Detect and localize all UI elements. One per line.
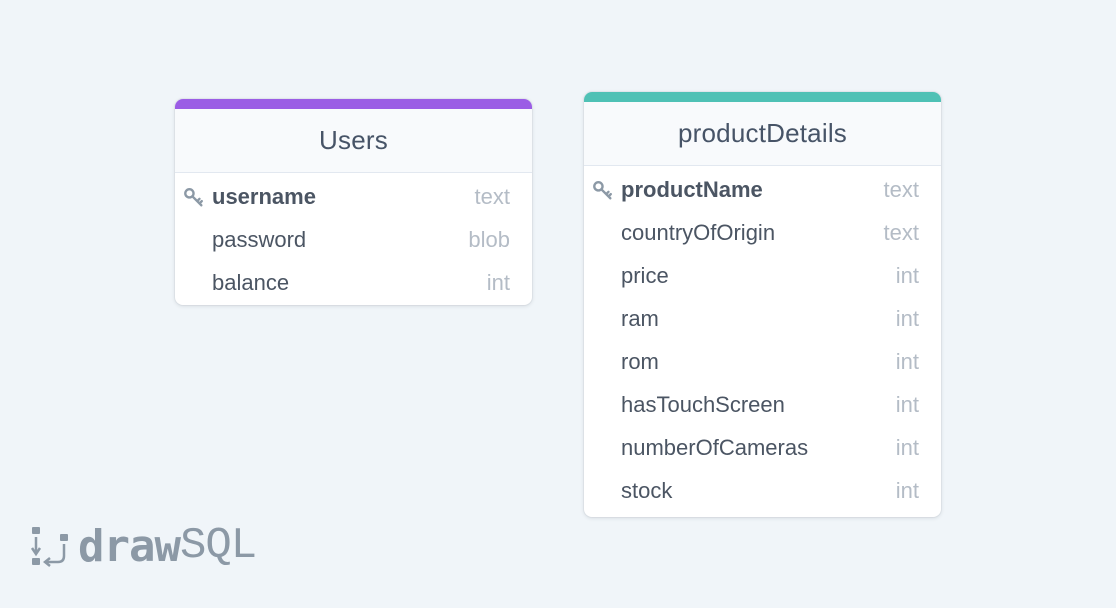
column-type: int bbox=[895, 434, 919, 460]
key-slot bbox=[175, 261, 212, 304]
table-users[interactable]: Users username text password blob balanc… bbox=[175, 99, 532, 305]
table-header[interactable]: Users bbox=[175, 109, 532, 173]
drawsql-logo: draw SQL bbox=[30, 520, 257, 572]
logo-text-draw: draw bbox=[78, 520, 181, 572]
column-type: int bbox=[895, 477, 919, 503]
column-row[interactable]: balance int bbox=[175, 261, 532, 304]
column-list: productName text countryOfOrigin text pr… bbox=[584, 166, 941, 512]
column-row[interactable]: productName text bbox=[584, 168, 941, 211]
key-icon bbox=[592, 180, 612, 199]
key-slot bbox=[584, 426, 621, 469]
column-name: productName bbox=[621, 176, 763, 202]
table-accent-bar bbox=[175, 99, 532, 109]
column-name: username bbox=[212, 183, 316, 209]
column-type: text bbox=[474, 183, 510, 209]
logo-text-sql: SQL bbox=[179, 521, 257, 571]
column-type: blob bbox=[468, 226, 510, 252]
column-row[interactable]: stock int bbox=[584, 469, 941, 512]
column-type: int bbox=[895, 262, 919, 288]
table-title: Users bbox=[319, 125, 388, 155]
column-row[interactable]: rom int bbox=[584, 340, 941, 383]
column-name: countryOfOrigin bbox=[621, 219, 776, 245]
column-row[interactable]: username text bbox=[175, 175, 532, 218]
column-type: int bbox=[486, 269, 510, 295]
table-title: productDetails bbox=[678, 118, 847, 148]
key-slot bbox=[584, 383, 621, 426]
column-name: rom bbox=[621, 348, 659, 374]
column-type: text bbox=[883, 219, 919, 245]
table-accent-bar bbox=[584, 92, 941, 102]
column-name: hasTouchScreen bbox=[621, 391, 785, 417]
key-slot bbox=[584, 297, 621, 340]
table-product-details[interactable]: productDetails productName text countryO… bbox=[584, 92, 941, 517]
column-row[interactable]: countryOfOrigin text bbox=[584, 211, 941, 254]
key-slot bbox=[584, 469, 621, 512]
column-type: int bbox=[895, 391, 919, 417]
key-slot bbox=[584, 168, 621, 211]
column-type: int bbox=[895, 348, 919, 374]
column-type: text bbox=[883, 176, 919, 202]
key-slot bbox=[584, 211, 621, 254]
key-slot bbox=[584, 340, 621, 383]
key-icon bbox=[183, 187, 203, 206]
column-type: int bbox=[895, 305, 919, 331]
column-name: balance bbox=[212, 269, 290, 295]
column-row[interactable]: ram int bbox=[584, 297, 941, 340]
column-row[interactable]: password blob bbox=[175, 218, 532, 261]
table-header[interactable]: productDetails bbox=[584, 102, 941, 166]
column-name: ram bbox=[621, 305, 659, 331]
key-slot bbox=[175, 218, 212, 261]
key-slot bbox=[175, 175, 212, 218]
drawsql-logo-icon bbox=[30, 527, 68, 567]
column-name: stock bbox=[621, 477, 673, 503]
column-row[interactable]: price int bbox=[584, 254, 941, 297]
column-name: price bbox=[621, 262, 669, 288]
column-name: numberOfCameras bbox=[621, 434, 809, 460]
key-slot bbox=[584, 254, 621, 297]
column-name: password bbox=[212, 226, 307, 252]
column-row[interactable]: hasTouchScreen int bbox=[584, 383, 941, 426]
column-list: username text password blob balance int bbox=[175, 173, 532, 304]
column-row[interactable]: numberOfCameras int bbox=[584, 426, 941, 469]
